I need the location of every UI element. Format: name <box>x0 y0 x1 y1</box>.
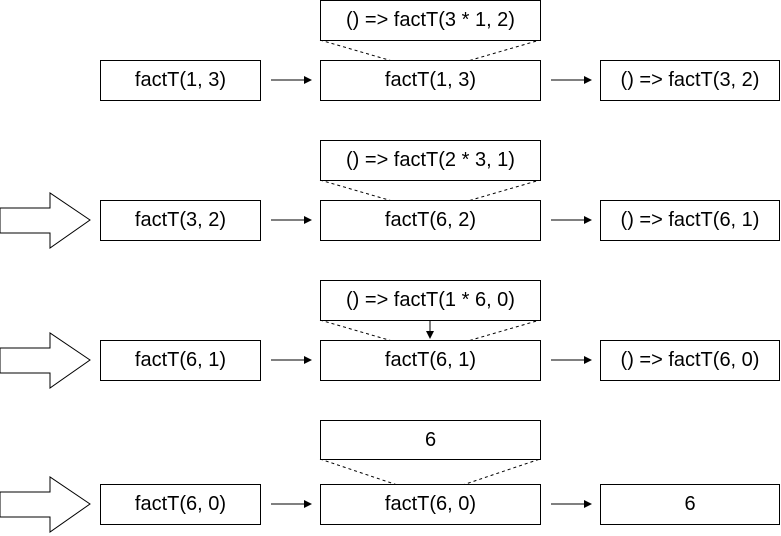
thunk-text-4: 6 <box>424 428 437 451</box>
thunk-box-4: 6 <box>320 420 541 460</box>
input-text-4: factT(6, 0) <box>134 493 227 515</box>
call-text-3: factT(6, 1) <box>384 349 477 371</box>
result-text-2: () => factT(6, 1) <box>620 209 760 231</box>
call-box-2: factT(6, 2) <box>320 200 541 241</box>
input-box-3: factT(6, 1) <box>100 340 261 381</box>
result-text-1: () => factT(3, 2) <box>620 69 760 91</box>
input-text-3: factT(6, 1) <box>134 349 227 371</box>
call-text-1: factT(1, 3) <box>384 69 477 91</box>
result-text-4: 6 <box>684 493 696 515</box>
input-box-1: factT(1, 3) <box>100 60 261 101</box>
input-box-4: factT(6, 0) <box>100 484 261 525</box>
thunk-box-1: () => factT(3 * 1, 2) <box>320 0 541 41</box>
input-text-2: factT(3, 2) <box>134 209 227 231</box>
call-box-3: factT(6, 1) <box>320 340 541 381</box>
input-box-2: factT(3, 2) <box>100 200 261 241</box>
thunk-box-3: () => factT(1 * 6, 0) <box>320 280 541 321</box>
input-text-1: factT(1, 3) <box>134 69 227 91</box>
result-box-4: 6 <box>600 484 780 525</box>
block-arrow-row-3 <box>0 332 91 389</box>
thunk-text-2: () => factT(2 * 3, 1) <box>346 149 515 171</box>
result-text-3: () => factT(6, 0) <box>620 349 760 371</box>
thunk-text-3: () => factT(1 * 6, 0) <box>346 289 515 311</box>
result-box-1: () => factT(3, 2) <box>600 60 780 101</box>
block-arrow-row-2 <box>0 192 91 249</box>
result-box-2: () => factT(6, 1) <box>600 200 780 241</box>
call-box-4: factT(6, 0) <box>320 484 541 525</box>
call-text-2: factT(6, 2) <box>384 209 477 231</box>
thunk-box-2: () => factT(2 * 3, 1) <box>320 140 541 181</box>
call-text-4: factT(6, 0) <box>384 493 477 515</box>
thunk-text-1: () => factT(3 * 1, 2) <box>346 9 515 31</box>
block-arrow-row-4 <box>0 476 91 533</box>
call-box-1: factT(1, 3) <box>320 60 541 101</box>
result-box-3: () => factT(6, 0) <box>600 340 780 381</box>
